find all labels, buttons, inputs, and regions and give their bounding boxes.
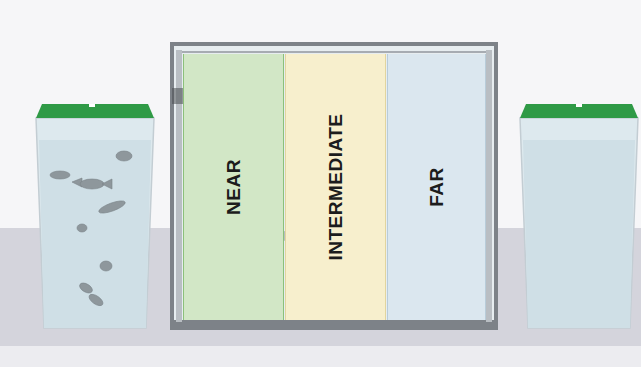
zone-band: FAR (387, 54, 486, 320)
zone-label: INTERMEDIATE (325, 113, 347, 260)
source-cup (36, 104, 154, 328)
zone-band: INTERMEDIATE (285, 54, 386, 320)
zone-label: NEAR (223, 159, 245, 215)
empty-cup (520, 104, 638, 328)
zone-band: NEAR (183, 54, 284, 320)
ground (0, 346, 641, 367)
entry-door (172, 88, 222, 104)
zone-label: FAR (426, 167, 448, 207)
test-tank (172, 44, 496, 330)
fish (268, 231, 308, 241)
fish-tail (306, 231, 316, 241)
